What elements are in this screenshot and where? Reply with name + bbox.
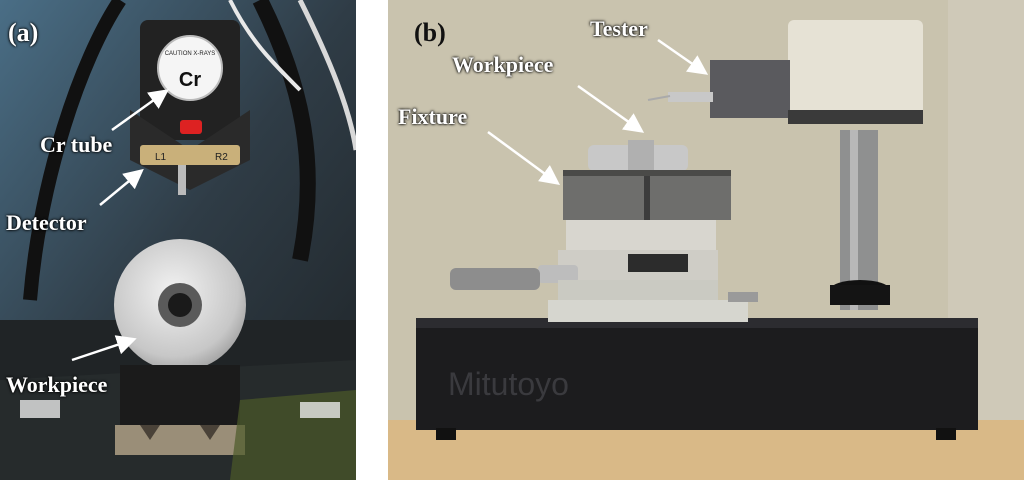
label-workpiece-b: Workpiece [452, 52, 554, 77]
label-fixture: Fixture [398, 104, 468, 129]
tester-column [840, 130, 878, 310]
photo-panel-b: Mitutoyo (b) Tester Workpiece Fixture [388, 0, 1024, 480]
granite-base [416, 318, 978, 430]
photo-panel-a: CAUTION X-RAYS Cr L1 R2 (a) Cr tube Dete… [0, 0, 356, 480]
detector-mark-r2: R2 [215, 152, 228, 163]
xrd-setup-illustration: CAUTION X-RAYS Cr L1 R2 [0, 0, 356, 480]
roughness-tester-illustration: Mitutoyo [388, 0, 1024, 480]
cr-tube-badge [157, 35, 223, 101]
base-brand-text: Mitutoyo [448, 366, 569, 402]
label-tester: Tester [590, 16, 648, 41]
label-detector: Detector [6, 210, 87, 235]
detector-mark-l1: L1 [155, 152, 167, 163]
tube-badge-text: Cr [179, 69, 201, 91]
label-workpiece-a: Workpiece [6, 372, 108, 397]
detector-bar [140, 145, 240, 165]
label-cr-tube: Cr tube [40, 132, 113, 157]
tube-caution-text: CAUTION X-RAYS [165, 51, 216, 57]
panel-tag-a: (a) [8, 18, 39, 47]
panel-tag-b: (b) [414, 18, 446, 47]
tester-body [788, 20, 923, 120]
